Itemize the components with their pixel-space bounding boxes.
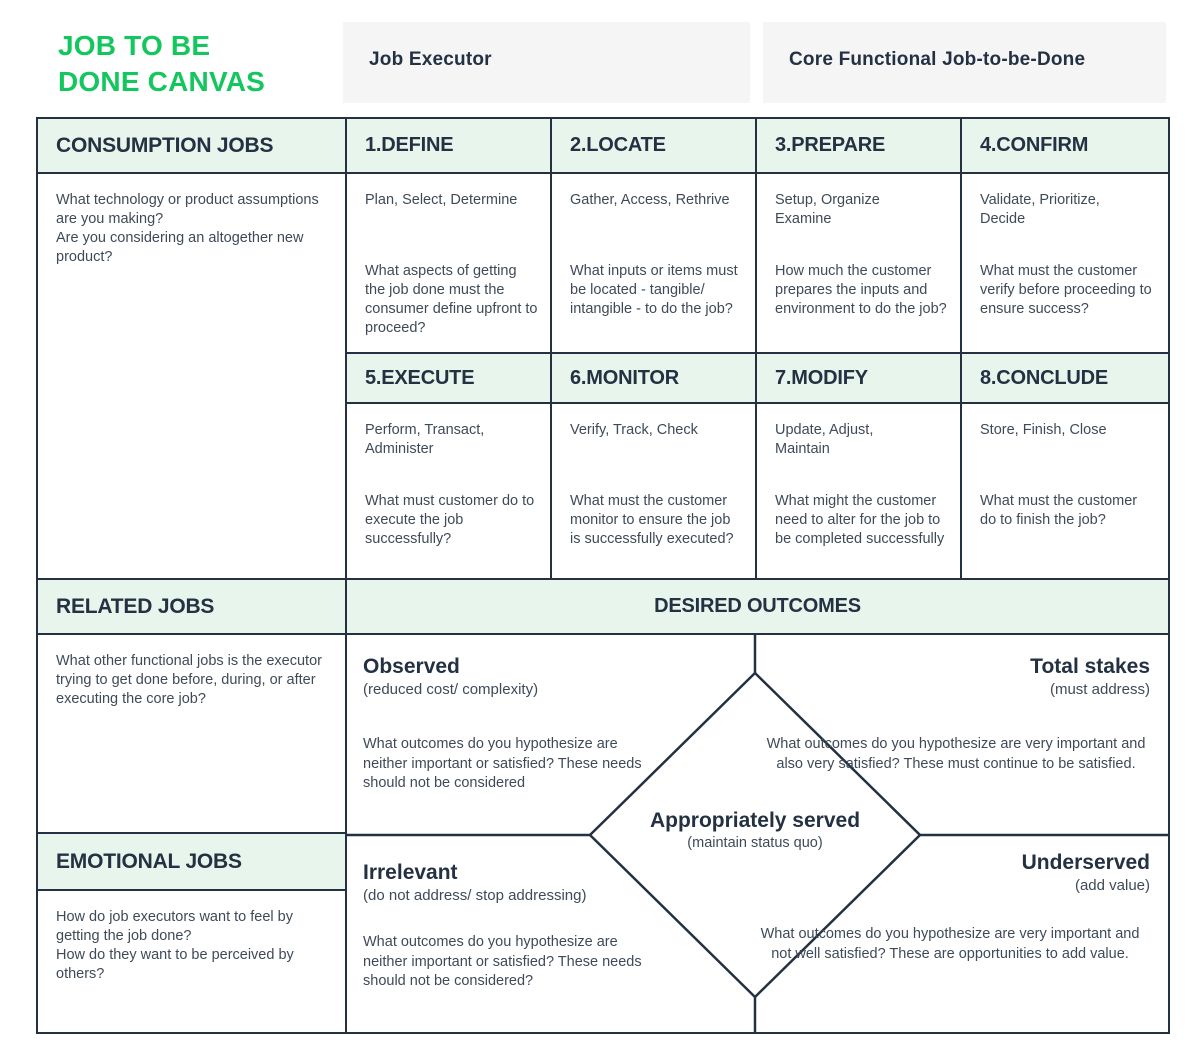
stage-body-prepare: Setup, Organize Examine How much the cus…	[757, 174, 962, 354]
execute-question: What must customer do to execute the job…	[365, 493, 535, 547]
job-executor-label: Job Executor	[369, 48, 492, 70]
core-job-box: Core Functional Job-to-be-Done	[763, 22, 1166, 103]
underserved-quadrant: Underserved (add value)	[1022, 851, 1150, 894]
locate-verbs: Gather, Access, Rethrive	[570, 192, 730, 208]
observed-title: Observed	[363, 655, 460, 678]
observed-subtitle: (reduced cost/ complexity)	[363, 681, 539, 699]
stage-header-prepare: 3.PREPARE	[757, 119, 962, 174]
related-jobs-body: What other functional jobs is the execut…	[38, 635, 347, 834]
observed-question: What outcomes do you hypothesize are nei…	[363, 736, 642, 792]
prepare-question: How much the customer prepares the input…	[775, 263, 947, 317]
conclude-question: What must the customer do to finish the …	[980, 493, 1138, 528]
stage-body-modify: Update, Adjust, Maintain What might the …	[757, 404, 962, 580]
underserved-question: What outcomes do you hypothesize are ver…	[760, 926, 1140, 962]
appropriately-served-title: Appropriately served	[649, 809, 861, 832]
stage-header-conclude: 8.CONCLUDE	[962, 354, 1168, 404]
monitor-question: What must the customer monitor to ensure…	[570, 493, 734, 547]
page-title-line2: DONE CANVAS	[58, 65, 266, 97]
related-jobs-text: What other functional jobs is the execut…	[56, 653, 322, 707]
irrelevant-subtitle: (do not address/ stop addressing)	[363, 887, 587, 905]
confirm-verbs: Validate, Prioritize, Decide	[980, 192, 1100, 227]
locate-question: What inputs or items must be located - t…	[570, 263, 738, 317]
irrelevant-question: What outcomes do you hypothesize are nei…	[363, 934, 642, 990]
execute-verbs: Perform, Transact, Administer	[365, 422, 485, 457]
total-stakes-title: Total stakes	[1030, 655, 1150, 678]
stage-header-define: 1.DEFINE	[347, 119, 552, 174]
modify-verbs: Update, Adjust, Maintain	[775, 422, 874, 457]
outcomes-matrix: Observed (reduced cost/ complexity) What…	[347, 635, 1168, 1032]
core-job-label: Core Functional Job-to-be-Done	[789, 48, 1086, 70]
modify-question: What might the customer need to alter fo…	[775, 493, 945, 547]
conclude-verbs: Store, Finish, Close	[980, 422, 1107, 438]
monitor-verbs: Verify, Track, Check	[570, 422, 698, 438]
total-stakes-question: What outcomes do you hypothesize are ver…	[766, 736, 1146, 772]
irrelevant-title: Irrelevant	[363, 861, 458, 884]
desired-outcomes-header: DESIRED OUTCOMES	[347, 580, 1168, 635]
stage-header-confirm: 4.CONFIRM	[962, 119, 1168, 174]
stage-body-locate: Gather, Access, Rethrive What inputs or …	[552, 174, 757, 354]
emotional-jobs-header: EMOTIONAL JOBS	[38, 834, 347, 891]
emotional-jobs-body: How do job executors want to feel by get…	[38, 891, 347, 1032]
stage-header-modify: 7.MODIFY	[757, 354, 962, 404]
consumption-jobs-header: CONSUMPTION JOBS	[38, 119, 347, 174]
stage-header-execute: 5.EXECUTE	[347, 354, 552, 404]
related-jobs-header: RELATED JOBS	[38, 580, 347, 635]
underserved-subtitle: (add value)	[1074, 877, 1150, 895]
stage-body-conclude: Store, Finish, Close What must the custo…	[962, 404, 1168, 580]
appropriately-served-diamond	[347, 635, 1168, 1032]
define-question: What aspects of getting the job done mus…	[365, 263, 538, 336]
page-title: JOB TO BE DONE CANVAS	[58, 28, 265, 99]
irrelevant-quadrant: Irrelevant (do not address/ stop address…	[363, 861, 586, 904]
stage-body-monitor: Verify, Track, Check What must the custo…	[552, 404, 757, 580]
job-executor-box: Job Executor	[343, 22, 750, 103]
appropriately-served-subtitle: (maintain status quo)	[687, 835, 823, 851]
emotional-jobs-text: How do job executors want to feel by get…	[56, 909, 294, 982]
define-verbs: Plan, Select, Determine	[365, 192, 518, 208]
consumption-jobs-text: What technology or product assumptions a…	[56, 192, 319, 265]
observed-quadrant: Observed (reduced cost/ complexity)	[363, 655, 538, 698]
underserved-title: Underserved	[1021, 851, 1150, 874]
page-title-line1: JOB TO BE	[58, 30, 211, 61]
consumption-jobs-body: What technology or product assumptions a…	[38, 174, 347, 580]
prepare-verbs: Setup, Organize Examine	[775, 192, 880, 227]
jtbd-canvas: CONSUMPTION JOBS 1.DEFINE 2.LOCATE 3.PRE…	[36, 117, 1170, 1034]
stage-body-confirm: Validate, Prioritize, Decide What must t…	[962, 174, 1168, 354]
appropriately-served-label: Appropriately served (maintain status qu…	[595, 809, 915, 851]
stage-body-execute: Perform, Transact, Administer What must …	[347, 404, 552, 580]
confirm-question: What must the customer verify before pro…	[980, 263, 1152, 317]
stage-body-define: Plan, Select, Determine What aspects of …	[347, 174, 552, 354]
total-stakes-quadrant: Total stakes (must address)	[1030, 655, 1150, 698]
total-stakes-subtitle: (must address)	[1049, 681, 1150, 699]
stage-header-monitor: 6.MONITOR	[552, 354, 757, 404]
stage-header-locate: 2.LOCATE	[552, 119, 757, 174]
